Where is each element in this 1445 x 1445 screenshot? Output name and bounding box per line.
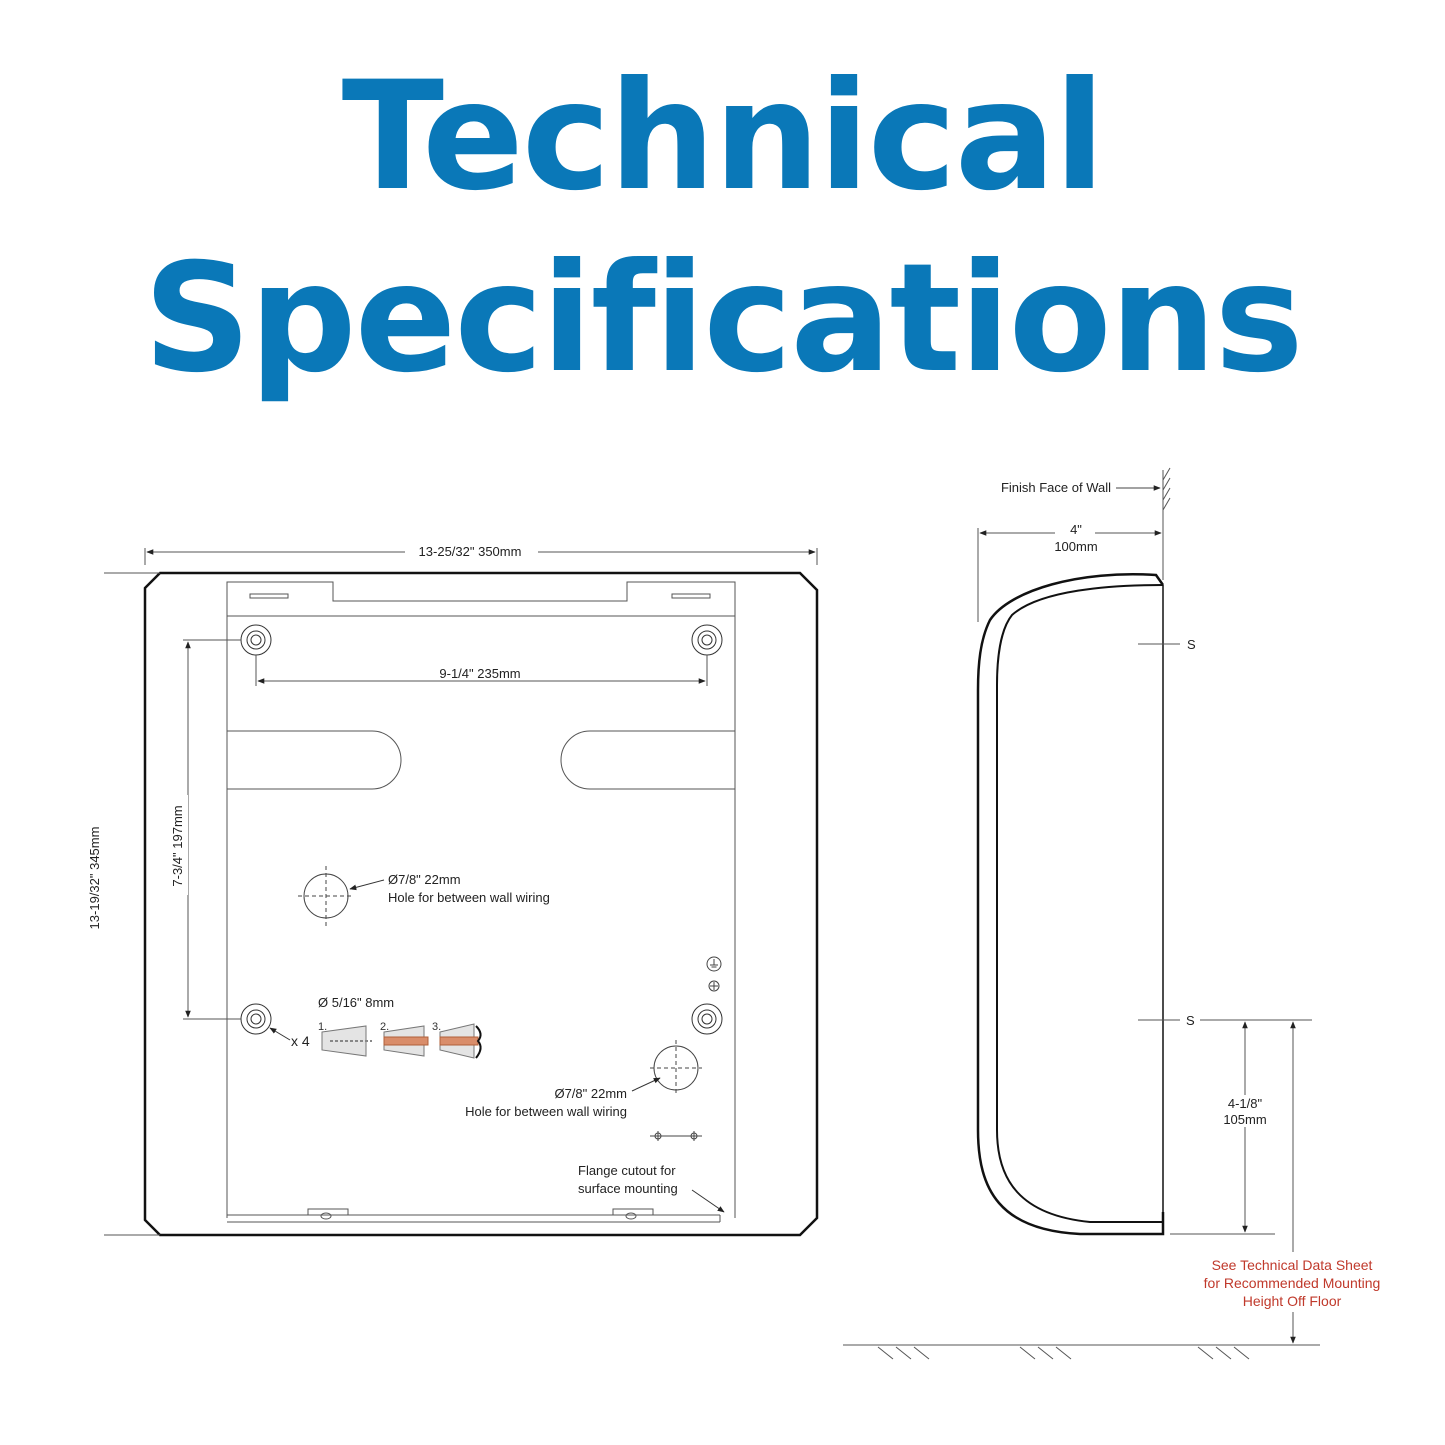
dryer-profile-inner xyxy=(996,584,1164,1223)
dryer-profile xyxy=(976,573,1165,1236)
hole-spacing-h-dimension xyxy=(255,655,708,686)
mounting-hole-icon xyxy=(240,624,272,656)
anchor-step-2: 2. xyxy=(380,1021,389,1033)
front-view: 1. 2. 3. 13-25/32" 350mm 13-19/32" 345mm… xyxy=(87,544,819,1237)
mounting-hole-icon xyxy=(691,624,723,656)
floor-line xyxy=(843,1344,1320,1360)
sensor-mark-top: S xyxy=(1187,637,1196,652)
mounting-note-line-3: Height Off Floor xyxy=(1243,1293,1342,1309)
mounting-note-line-1: See Technical Data Sheet xyxy=(1212,1257,1373,1273)
flange-note-line-2: surface mounting xyxy=(578,1181,678,1196)
width-dimension xyxy=(144,548,818,565)
wiring-hole-1-label: Hole for between wall wiring xyxy=(388,890,550,905)
screw-mark-icon xyxy=(650,1131,702,1141)
hole-spacing-v-label: 7-3/4" 197mm xyxy=(170,805,185,886)
back-plate xyxy=(226,581,736,1223)
wiring-hole-icon xyxy=(650,1040,702,1096)
mounting-note-line-2: for Recommended Mounting xyxy=(1204,1275,1381,1291)
mounting-hole-icon xyxy=(240,1003,272,1035)
height-dimension-label: 13-19/32" 345mm xyxy=(87,827,102,930)
dryer-outline xyxy=(143,571,819,1237)
wall-line xyxy=(1162,467,1171,580)
hole-spacing-v-dimension xyxy=(183,639,241,1020)
page-title-line-2: Specifications xyxy=(143,232,1304,406)
wall-label: Finish Face of Wall xyxy=(1001,480,1111,495)
wiring-hole-1-size: Ø7/8" 22mm xyxy=(388,872,461,887)
page-title-line-1: Technical xyxy=(341,50,1106,224)
side-view: Finish Face of Wall 4" 100mm S S 4-1/8" … xyxy=(843,467,1381,1360)
sensor-mark-bottom: S xyxy=(1186,1013,1195,1028)
mounting-hole-icon xyxy=(691,1003,723,1035)
ground-symbol-icon xyxy=(706,956,722,992)
depth-mm-label: 100mm xyxy=(1054,539,1097,554)
height-dimension xyxy=(104,572,160,1236)
wiring-hole-icon xyxy=(298,866,354,926)
anchor-quantity-label: x 4 xyxy=(291,1033,310,1049)
wiring-hole-2-label: Hole for between wall wiring xyxy=(465,1104,627,1119)
width-dimension-label: 13-25/32" 350mm xyxy=(419,544,522,559)
flange-note-line-1: Flange cutout for xyxy=(578,1163,676,1178)
wiring-hole-2-size: Ø7/8" 22mm xyxy=(554,1086,627,1101)
anchor-size-label: Ø 5/16" 8mm xyxy=(318,995,394,1010)
anchor-step-1: 1. xyxy=(318,1021,327,1033)
hole-spacing-h-label: 9-1/4" 235mm xyxy=(439,666,520,681)
anchor-step-3: 3. xyxy=(432,1021,441,1033)
bottom-offset-dimension xyxy=(1170,1021,1275,1235)
depth-inch-label: 4" xyxy=(1070,522,1082,537)
bottom-offset-inch-label: 4-1/8" xyxy=(1228,1096,1263,1111)
bottom-offset-mm-label: 105mm xyxy=(1223,1112,1266,1127)
wall-anchor-icon xyxy=(321,1023,482,1059)
